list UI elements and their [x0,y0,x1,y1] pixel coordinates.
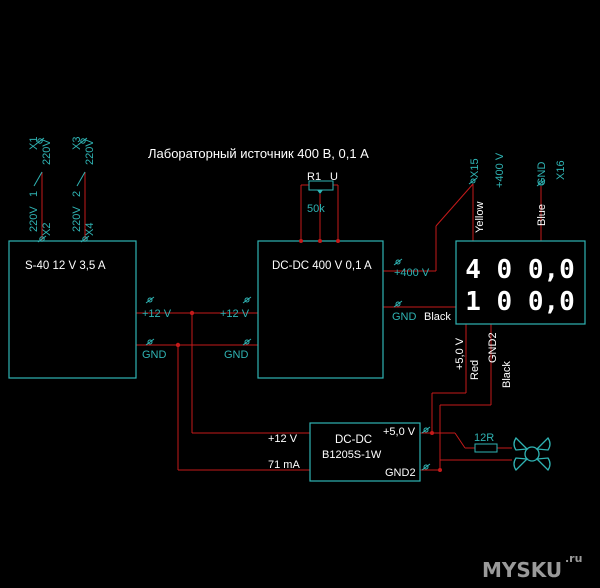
b1205-block [309,422,421,482]
psu-plus-connector [145,296,155,304]
switch-2-top-voltage: 220V [84,139,96,165]
junction-dots [175,310,442,472]
psu-gnd-connector [145,338,155,346]
diagram-title: Лабораторный источник 400 В, 0,1 А [148,146,369,161]
wire-black-out: Black [424,311,451,323]
psu-gnd-pin: GND [142,349,167,361]
x3-label: X3 [71,137,83,150]
dcdc400-out-plus-connector [393,258,403,266]
b1205-out-gnd-pin: GND2 [385,467,416,479]
switch-2-number: 2 [71,191,83,197]
wire-black-meter: Black [501,361,513,388]
b1205-in-pin: +12 V [268,433,298,445]
x15-connector [468,177,478,185]
dcdc400-label: DC-DC 400 V 0,1 A [272,260,372,272]
fan-resistor-value: 12R [474,432,494,444]
fan-resistor-body [474,443,498,453]
dcdc400-out-plus-pin: +400 V [394,267,430,279]
b1205-label-model: B1205S-1W [322,449,382,461]
x16-label: X16 [555,160,567,180]
dcdc400-in-gnd-pin: GND [224,349,249,361]
meter-voltage-reading: 4 0 0,0 [465,255,575,285]
r1-ref: R1 [307,171,321,183]
switch-2-lever [76,171,86,187]
switch-1-lever [33,171,43,187]
b1205-out-plus-pin: +5,0 V [383,426,416,438]
meter-current-reading: 1 0 0,0 [465,287,575,317]
x4-label: X4 [84,223,96,236]
watermark-brand: MYSKU [482,558,562,582]
wiring [136,183,542,471]
dcdc400-out-gnd-pin: GND [392,311,417,323]
r1-wiper-arrow [317,190,323,194]
switch-1-number: 1 [28,191,40,197]
x15-label: X15 [469,158,481,178]
x16-connector [536,179,546,187]
x3-connector [78,137,88,145]
watermark-tld: .ru [565,552,582,565]
dcdc400-in-plus-connector [242,296,252,304]
r1-pin-u: U [330,171,338,183]
meter-gnd-label: GND [536,162,548,187]
fan-icon [513,436,551,472]
wire-red: Red [469,360,481,380]
dcdc400-pot-pins [299,239,340,243]
wire-blue: Blue [536,204,548,226]
dcdc400-out-gnd-connector [393,300,403,308]
switch-1-top-voltage: 220V [41,139,53,165]
b1205-current: 71 mA [268,459,300,471]
dcdc400-in-gnd-connector [242,338,252,346]
meter-plus400-label: +400 V [494,152,506,188]
psu-block [8,240,137,379]
psu-label: S-40 12 V 3,5 A [25,260,106,272]
x2-label: X2 [41,223,53,236]
meter-gnd2-pin: GND2 [487,332,499,363]
switch-1-bottom-voltage: 220V [28,206,40,232]
psu-plus12v-pin: +12 V [142,308,172,320]
b1205-out-plus-connector [421,426,431,434]
x1-label: X1 [28,137,40,150]
b1205-out-gnd-connector [421,463,431,471]
r1-value: 50k [307,203,325,215]
wire-yellow: Yellow [474,202,486,233]
dcdc400-in-plus-pin: +12 V [220,308,250,320]
b1205-label-type: DC-DC [335,434,372,446]
switch-2-bottom-voltage: 220V [71,206,83,232]
x1-connector [35,137,45,145]
meter-plus5v-pin: +5,0 V [454,337,466,370]
meter-block [455,240,586,325]
